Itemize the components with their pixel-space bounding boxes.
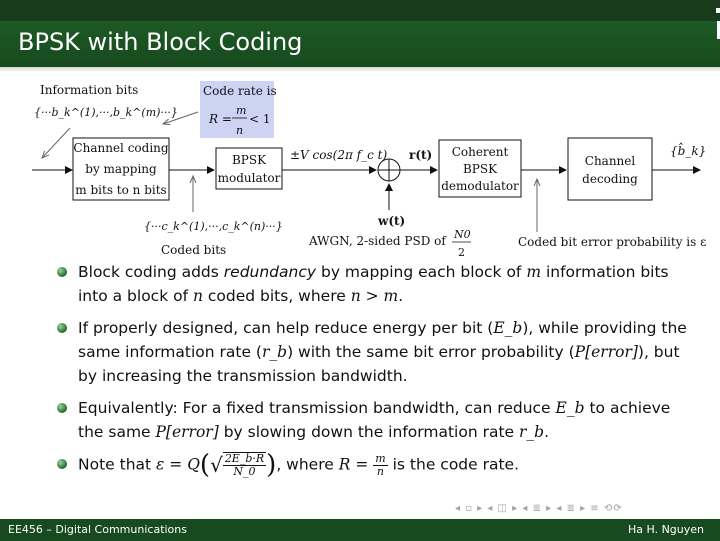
bullet-icon bbox=[57, 403, 67, 413]
svg-text:n: n bbox=[236, 124, 243, 137]
info-bits-sequence: {···b_k^(1),···,b_k^(m)···} bbox=[34, 106, 178, 119]
top-strip bbox=[0, 0, 720, 21]
svg-text:Channel: Channel bbox=[585, 154, 636, 168]
decoded-bits-label: {b̂_k} bbox=[670, 141, 706, 158]
block-diagram: Information bits {···b_k^(1),···,b_k^(m)… bbox=[32, 81, 706, 259]
bpsk-modulator-block bbox=[215, 147, 283, 190]
svg-text:demodulator: demodulator bbox=[441, 179, 519, 193]
svg-text:m: m bbox=[236, 104, 246, 117]
footer-author: Ha H. Nguyen bbox=[627, 523, 704, 536]
bullet-icon bbox=[57, 323, 67, 333]
code-rate-box bbox=[200, 81, 274, 138]
svg-text:m bits to n bits: m bits to n bits bbox=[75, 183, 166, 197]
bullet-bandwidth: Equivalently: For a fixed transmission b… bbox=[57, 396, 698, 444]
svg-text:BPSK: BPSK bbox=[232, 153, 267, 167]
title-bar: BPSK with Block Coding bbox=[0, 21, 720, 67]
svg-text:Channel coding: Channel coding bbox=[73, 141, 168, 155]
svg-text:R =: R = bbox=[208, 112, 232, 126]
coded-bits-sequence: {···c_k^(1),···,c_k^(n)···} bbox=[144, 220, 283, 233]
svg-text:modulator: modulator bbox=[218, 171, 281, 185]
svg-text:by mapping: by mapping bbox=[85, 162, 157, 176]
bullet-icon bbox=[57, 267, 67, 277]
svg-text:decoding: decoding bbox=[582, 172, 638, 186]
svg-text:< 1: < 1 bbox=[249, 112, 271, 126]
coded-bits-label: Coded bits bbox=[161, 243, 226, 257]
channel-decoding-block bbox=[567, 137, 653, 201]
svg-text:BPSK: BPSK bbox=[463, 162, 498, 176]
bullet-icon bbox=[57, 459, 67, 469]
carrier-label: ±V cos(2π f_c t) bbox=[290, 148, 387, 162]
bullet-redundancy: Block coding adds redundancy by mapping … bbox=[57, 260, 698, 308]
noise-label: w(t) bbox=[377, 214, 405, 228]
received-signal-label: r(t) bbox=[409, 148, 432, 162]
footer-bar: EE456 – Digital Communications Ha H. Ngu… bbox=[0, 519, 720, 541]
svg-text:Coherent: Coherent bbox=[452, 145, 509, 159]
slide-title: BPSK with Block Coding bbox=[18, 28, 303, 56]
code-rate-label: Code rate is bbox=[203, 84, 277, 98]
svg-text:N0: N0 bbox=[453, 228, 471, 241]
footer-course: EE456 – Digital Communications bbox=[8, 523, 187, 536]
svg-text:2: 2 bbox=[458, 246, 465, 259]
bullet-energy: If properly designed, can help reduce en… bbox=[57, 316, 698, 388]
info-bits-label: Information bits bbox=[40, 83, 138, 97]
coded-error-label: Coded bit error probability is ε bbox=[518, 235, 706, 249]
bullet-list: Block coding adds redundancy by mapping … bbox=[57, 260, 698, 486]
demodulator-block bbox=[438, 139, 522, 198]
awgn-label: AWGN, 2-sided PSD of bbox=[308, 234, 447, 248]
channel-coding-block bbox=[72, 137, 170, 201]
beamer-navigation-icons[interactable]: ◂ ▫ ▸ ◂ ◫ ▸ ◂ ≣ ▸ ◂ ≣ ▸ ≡ ⟲⟳ bbox=[455, 503, 623, 514]
